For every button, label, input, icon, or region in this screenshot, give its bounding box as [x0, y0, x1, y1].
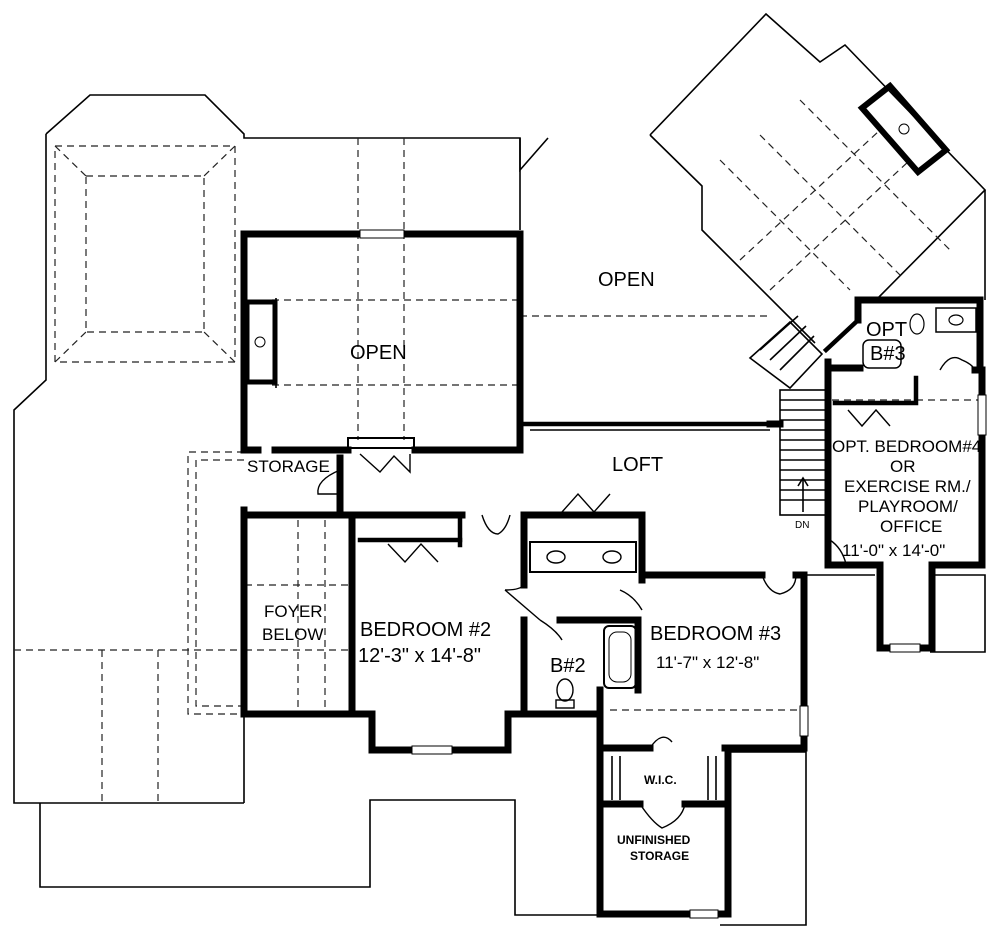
open-left-label: OPEN: [350, 342, 407, 364]
fixtures: [529, 307, 977, 800]
bedroom4-size: 11'-0" x 14'-0": [842, 541, 945, 560]
bedroom3-size: 11'-7" x 12'-8": [656, 653, 759, 672]
bedroom4-label-line5: OFFICE: [880, 517, 942, 536]
room-labels: OPEN OPEN LOFT STORAGE FOYER BELOW BEDRO…: [247, 269, 981, 863]
roof-dashed-lines: [14, 99, 980, 803]
bath2-label: B#2: [550, 655, 586, 677]
staircase: [748, 315, 827, 516]
unfinished-storage-label-line1: UNFINISHED: [617, 833, 691, 847]
stair-dn-label: DN: [795, 520, 809, 531]
walls: [240, 230, 986, 918]
bedroom4-label-line1: OPT. BEDROOM#4: [832, 437, 981, 456]
doors: [317, 356, 976, 829]
bedroom4-label-line3: EXERCISE RM./: [844, 477, 971, 496]
unfinished-storage-label-line2: STORAGE: [630, 849, 689, 863]
bedroom4-label-line4: PLAYROOM/: [858, 497, 958, 516]
opt-bath3-label-line1: OPT: [866, 319, 907, 341]
bedroom3-label: BEDROOM #3: [650, 623, 781, 645]
wic-label: W.I.C.: [644, 773, 677, 787]
bedroom4-label-line2: OR: [890, 457, 916, 476]
loft-label: LOFT: [612, 454, 663, 476]
bedroom2-label: BEDROOM #2: [360, 619, 491, 641]
roof-vent: [857, 81, 951, 177]
foyer-label-line1: FOYER: [264, 602, 323, 621]
storage-label: STORAGE: [247, 457, 330, 476]
windows: [359, 229, 987, 919]
roof-outline: [13, 12, 987, 926]
open-upper-label: OPEN: [598, 269, 655, 291]
opt-bath3-label-line2: B#3: [870, 343, 906, 365]
bedroom2-size: 12'-3" x 14'-8": [358, 645, 481, 667]
foyer-label-line2: BELOW: [262, 625, 323, 644]
